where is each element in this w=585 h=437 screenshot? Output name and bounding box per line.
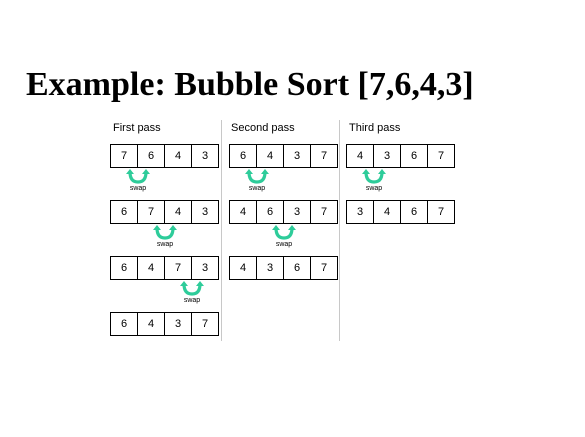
pass-divider — [221, 120, 222, 341]
array-cell: 6 — [400, 145, 427, 167]
array-cell: 7 — [427, 145, 454, 167]
array-cell: 6 — [239, 150, 247, 162]
pass-title: First pass — [113, 122, 161, 134]
swap-arrow-icon — [245, 169, 269, 184]
array-cell: 3 — [191, 145, 218, 167]
pass-divider — [339, 120, 340, 341]
array-cell: 4 — [256, 145, 283, 167]
page-title: Example: Bubble Sort [7,6,4,3] — [26, 66, 474, 103]
array-cell: 4 — [239, 206, 247, 218]
array-cell: 4 — [137, 257, 164, 279]
array-cell: 6 — [283, 257, 310, 279]
array-cell: 4 — [137, 313, 164, 335]
array-cell: 3 — [191, 201, 218, 223]
array-cell: 4 — [356, 150, 364, 162]
array-cell: 7 — [310, 201, 337, 223]
array-cell: 7 — [120, 150, 128, 162]
swap-label: swap — [248, 185, 266, 192]
array-cell: 7 — [427, 201, 454, 223]
swap-label: swap — [275, 241, 293, 248]
swap-indicator: swap — [150, 225, 180, 251]
swap-indicator: swap — [269, 225, 299, 251]
array-cell: 4 — [239, 262, 247, 274]
swap-arrow-icon — [362, 169, 386, 184]
array-cell: 6 — [120, 206, 128, 218]
array-cell: 3 — [356, 206, 364, 218]
swap-label: swap — [129, 185, 147, 192]
array-cell: 6 — [137, 145, 164, 167]
array-cell: 3 — [256, 257, 283, 279]
array-cell: 3 — [373, 145, 400, 167]
array-cell: 4 — [164, 201, 191, 223]
swap-indicator: swap — [177, 281, 207, 307]
array-cell: 7 — [310, 145, 337, 167]
swap-arrow-icon — [272, 225, 296, 240]
array-cell: 6 — [120, 318, 128, 330]
swap-label: swap — [365, 185, 383, 192]
pass-title: Third pass — [349, 122, 401, 134]
swap-indicator: swap — [123, 169, 153, 195]
array-cell: 6 — [400, 201, 427, 223]
swap-arrow-icon — [153, 225, 177, 240]
swap-arrow-icon — [126, 169, 150, 184]
swap-label: swap — [156, 241, 174, 248]
array-cell: 7 — [164, 257, 191, 279]
array-cell: 7 — [191, 313, 218, 335]
pass-title: Second pass — [231, 122, 295, 134]
array-cell: 6 — [120, 262, 128, 274]
array-cell: 3 — [164, 313, 191, 335]
swap-indicator: swap — [242, 169, 272, 195]
array-cell: 3 — [283, 201, 310, 223]
array-cell: 7 — [137, 201, 164, 223]
array-cell: 6 — [256, 201, 283, 223]
array-cell: 4 — [373, 201, 400, 223]
array-cell: 3 — [191, 257, 218, 279]
array-cell: 3 — [283, 145, 310, 167]
swap-indicator: swap — [359, 169, 389, 195]
array-cell: 4 — [164, 145, 191, 167]
swap-arrow-icon — [180, 281, 204, 296]
array-cell: 7 — [310, 257, 337, 279]
swap-label: swap — [183, 297, 201, 304]
